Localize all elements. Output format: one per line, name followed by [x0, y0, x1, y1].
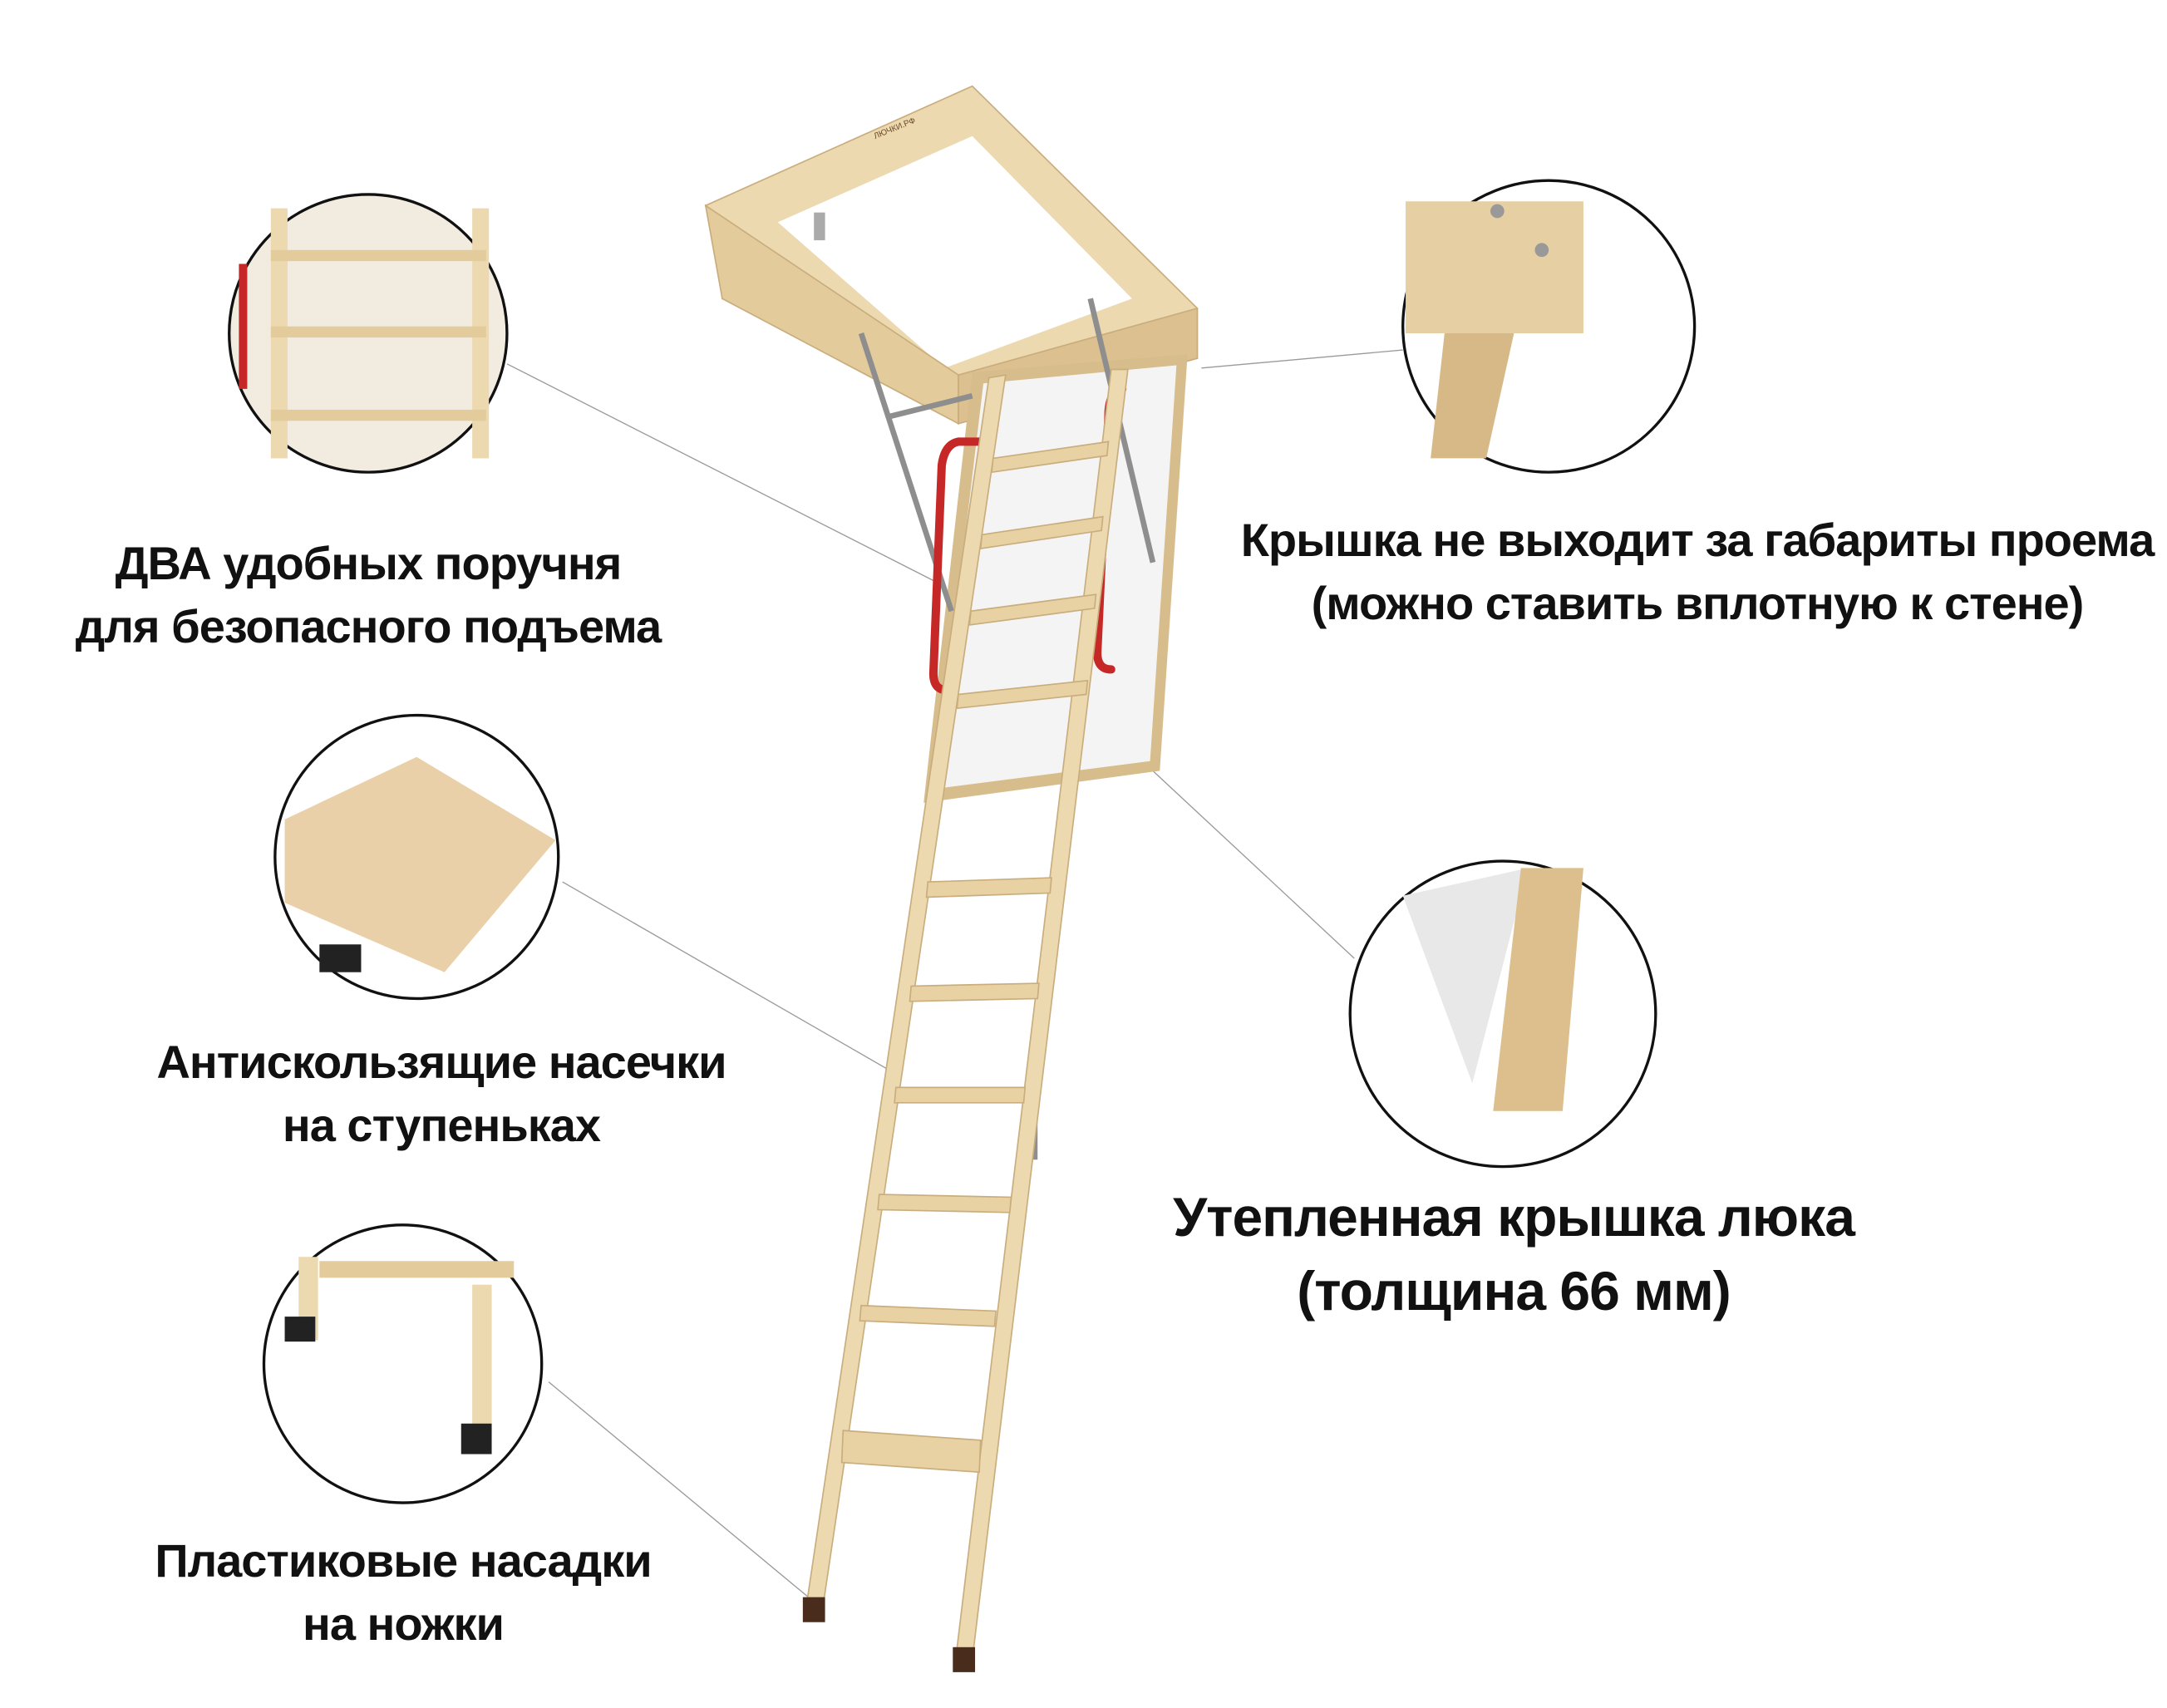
ladder	[802, 368, 1129, 1672]
caption-lid-fit: Крышка не выходит за габариты проема (мо…	[1240, 514, 2155, 629]
caption-emphasis: ДВА	[115, 537, 212, 589]
caption-handrails: ДВА удобных поручня для безопасного подъ…	[75, 537, 662, 652]
detail-circle-insulated-lid	[1348, 859, 1657, 1169]
ladder-rungs	[840, 441, 1110, 1474]
detail-circle-feet	[262, 1223, 544, 1504]
foot-cap-left	[802, 1597, 825, 1622]
foot-cap-right	[953, 1646, 976, 1672]
detail-circle-lid-fit	[1401, 179, 1697, 474]
caption-feet: Пластиковые насадки на ножки	[155, 1534, 652, 1650]
caption-anti-slip: Антискользящие насечки на ступеньках	[156, 1036, 726, 1151]
caption-insulated-lid: Утепленная крышка люка (толщина 66 мм)	[1173, 1186, 1855, 1322]
detail-circle-handrails	[228, 193, 509, 474]
leader-lines	[506, 349, 1403, 1598]
detail-circle-anti-slip	[273, 713, 560, 1001]
